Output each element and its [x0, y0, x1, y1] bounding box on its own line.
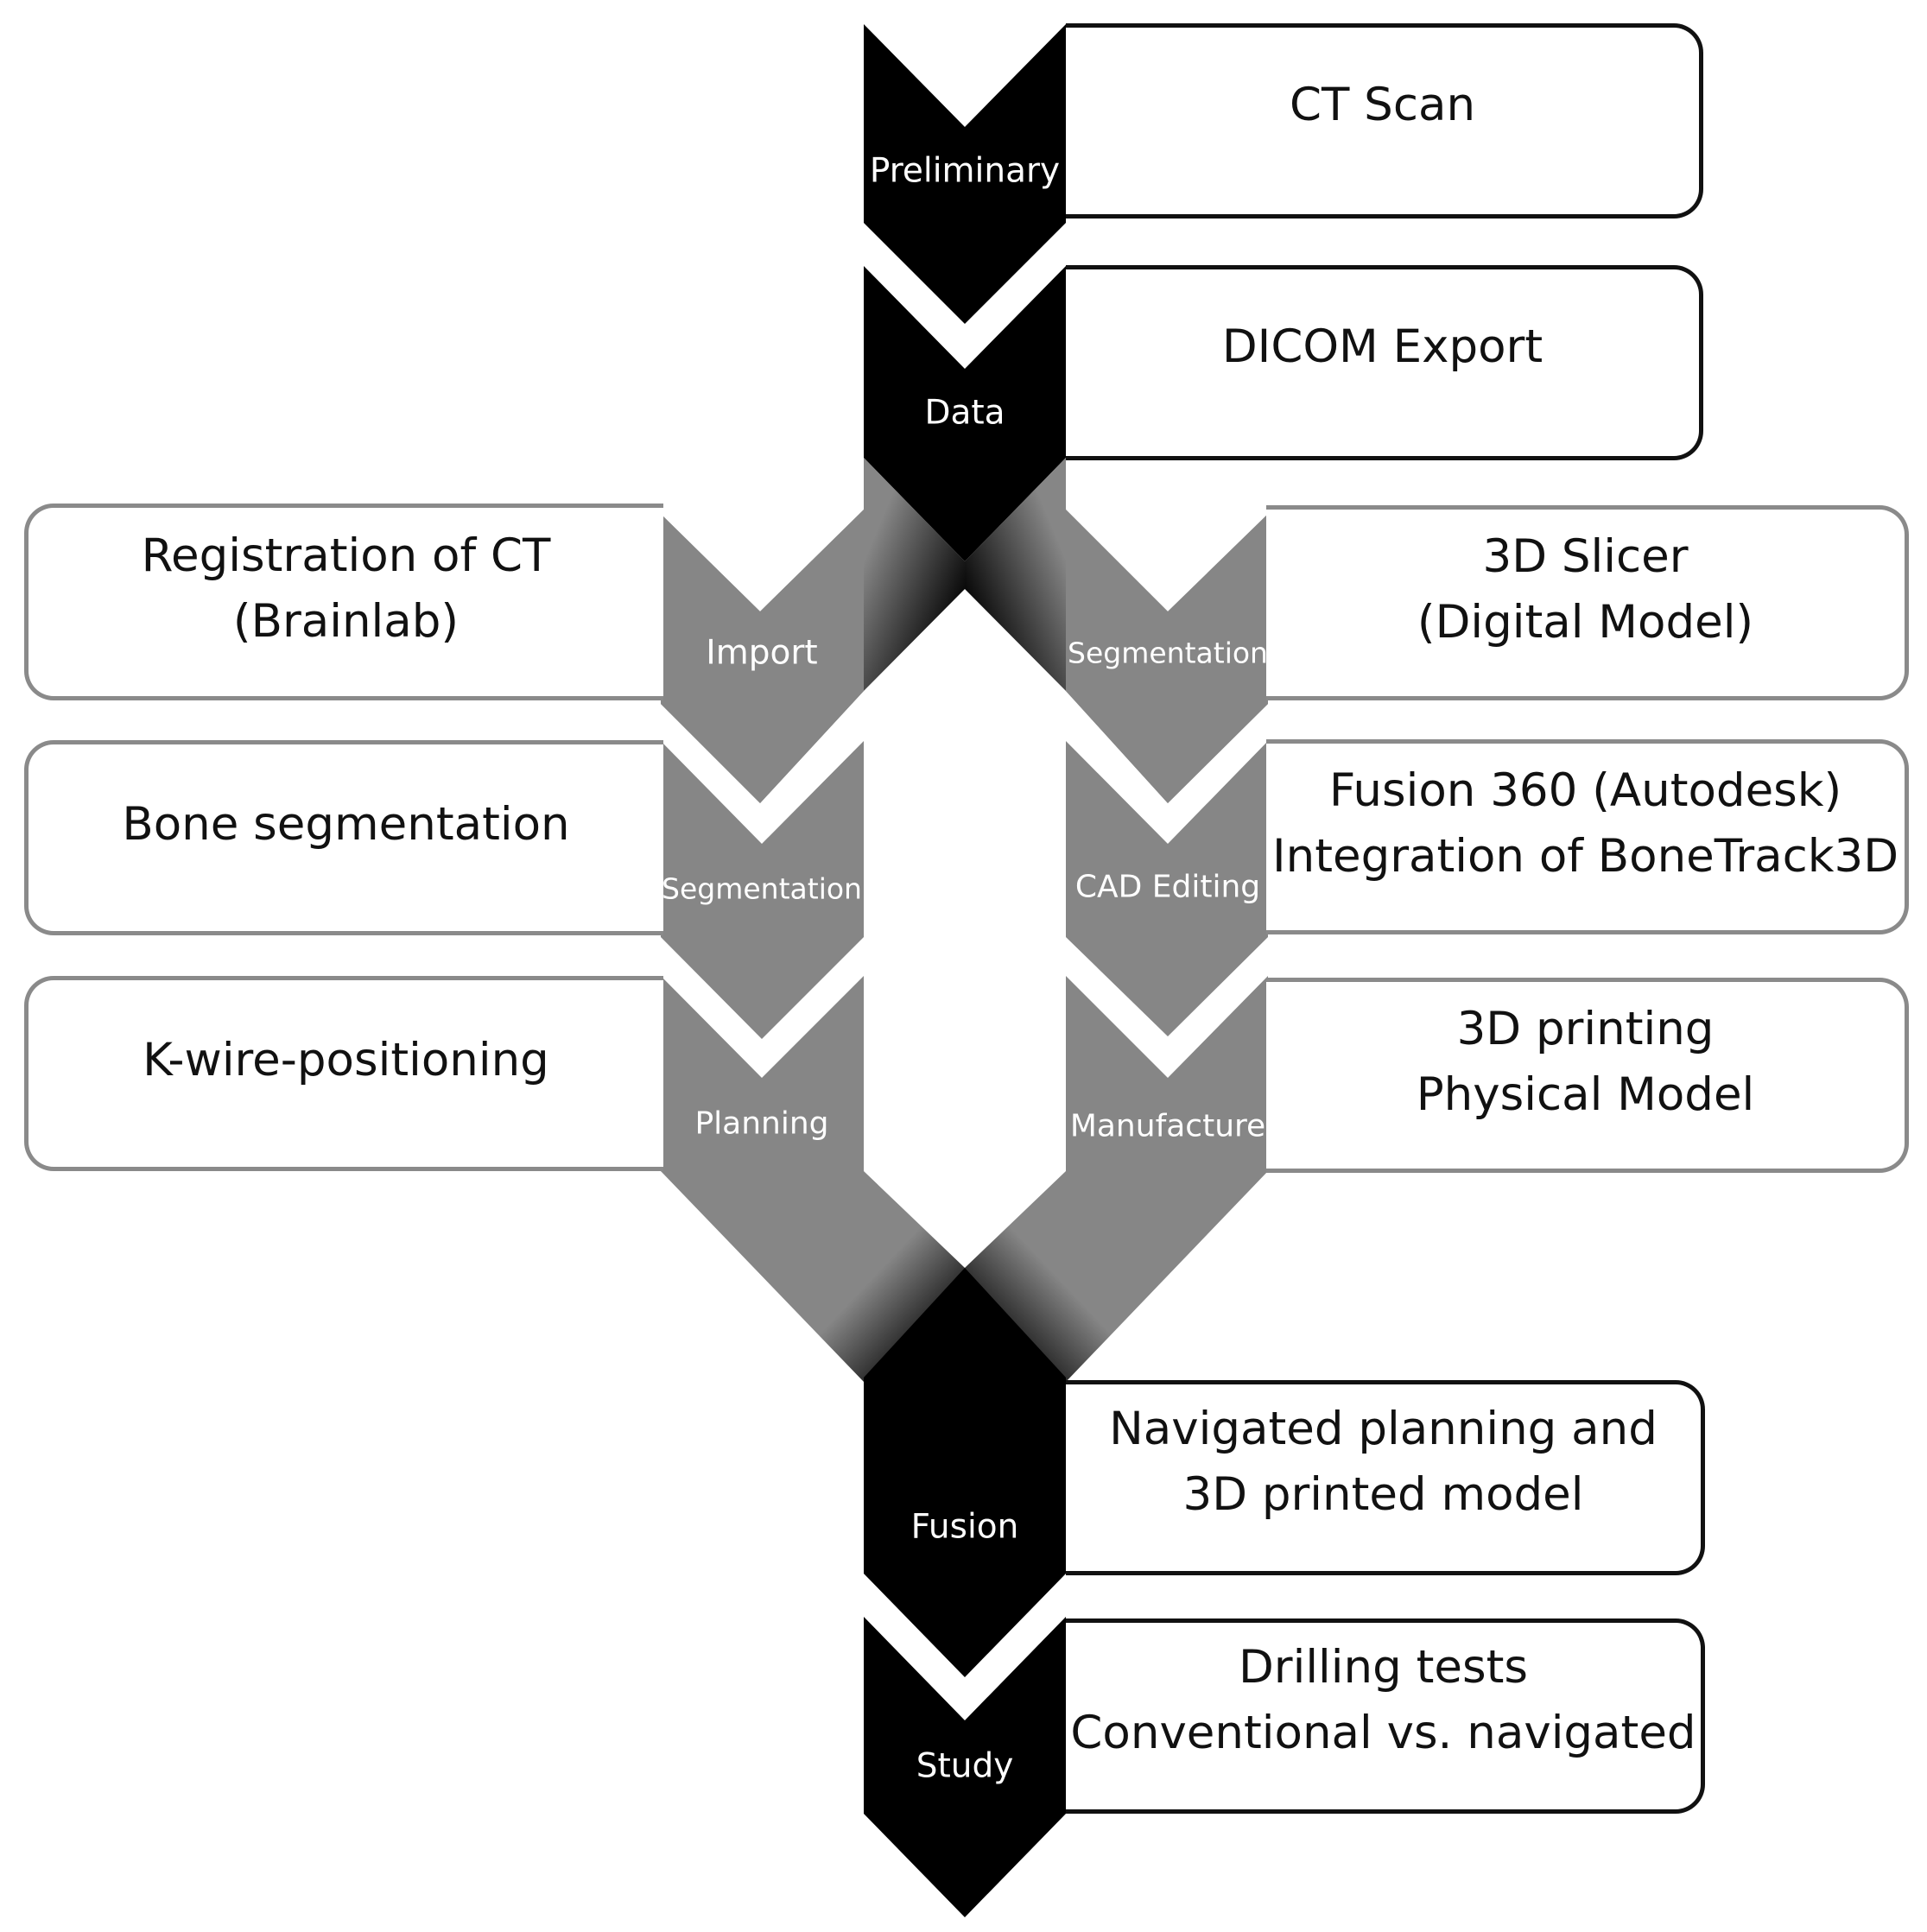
stage-label-study: Study	[916, 1746, 1014, 1786]
chevron-fusion	[864, 1268, 1066, 1677]
box-3d-slicer-line2: (Digital Model)	[1417, 596, 1754, 649]
chevron-data	[864, 266, 1066, 561]
box-ct-scan: CT Scan	[1066, 23, 1703, 219]
box-fusion360-line2: Integration of BoneTrack3D	[1271, 830, 1899, 883]
stage-label-segmentation-left: Segmentation	[662, 871, 862, 906]
box-bone-segmentation-text: Bone segmentation	[122, 798, 570, 851]
chevron-study	[864, 1617, 1066, 1917]
merge-right	[965, 1171, 1268, 1382]
stage-label-planning: Planning	[694, 1105, 829, 1142]
box-fusion360: Fusion 360 (Autodesk) Integration of Bon…	[1266, 739, 1909, 934]
box-drilling-tests-line1: Drilling tests	[1239, 1641, 1528, 1694]
box-3d-printing-line1: 3D printing	[1456, 1003, 1715, 1055]
chevron-left-segmentation	[661, 741, 864, 1039]
box-3d-slicer-line1: 3D Slicer	[1482, 530, 1689, 583]
stage-label-data: Data	[924, 393, 1005, 433]
box-registration: Registration of CT (Brainlab)	[24, 504, 663, 700]
merge-left	[661, 1171, 965, 1382]
box-3d-printing: 3D printing Physical Model	[1266, 978, 1909, 1173]
box-navigated-planning-line1: Navigated planning and	[1109, 1403, 1658, 1455]
box-drilling-tests-line2: Conventional vs. navigated	[1070, 1707, 1696, 1759]
stage-label-segmentation-right: Segmentation	[1068, 636, 1268, 670]
box-3d-printing-line2: Physical Model	[1416, 1068, 1755, 1121]
box-kwire-text: K-wire-positioning	[143, 1034, 549, 1086]
stage-label-import: Import	[706, 633, 818, 673]
box-bone-segmentation: Bone segmentation	[24, 740, 663, 935]
box-navigated-planning: Navigated planning and 3D printed model	[1066, 1380, 1705, 1575]
box-navigated-planning-line2: 3D printed model	[1182, 1468, 1584, 1521]
box-kwire: K-wire-positioning	[24, 976, 663, 1171]
box-registration-line1: Registration of CT	[141, 529, 551, 582]
box-drilling-tests: Drilling tests Conventional vs. navigate…	[1066, 1618, 1705, 1814]
stage-label-cad-editing: CAD Editing	[1074, 869, 1261, 905]
box-dicom-export-text: DICOM Export	[1221, 320, 1544, 373]
chevron-preliminary	[864, 24, 1066, 324]
box-fusion360-line1: Fusion 360 (Autodesk)	[1328, 764, 1842, 817]
stage-label-manufacture: Manufacture	[1069, 1108, 1266, 1144]
box-registration-line2: (Brainlab)	[232, 595, 460, 648]
branch-right-top-fill	[1066, 510, 1268, 803]
box-3d-slicer: 3D Slicer (Digital Model)	[1266, 505, 1909, 700]
box-dicom-export: DICOM Export	[1066, 265, 1703, 460]
branch-left-top-fill	[661, 510, 864, 803]
stage-label-fusion: Fusion	[910, 1507, 1019, 1547]
chevron-right-cad	[1066, 741, 1268, 1036]
stage-label-preliminary: Preliminary	[869, 151, 1061, 191]
box-ct-scan-text: CT Scan	[1289, 79, 1476, 131]
